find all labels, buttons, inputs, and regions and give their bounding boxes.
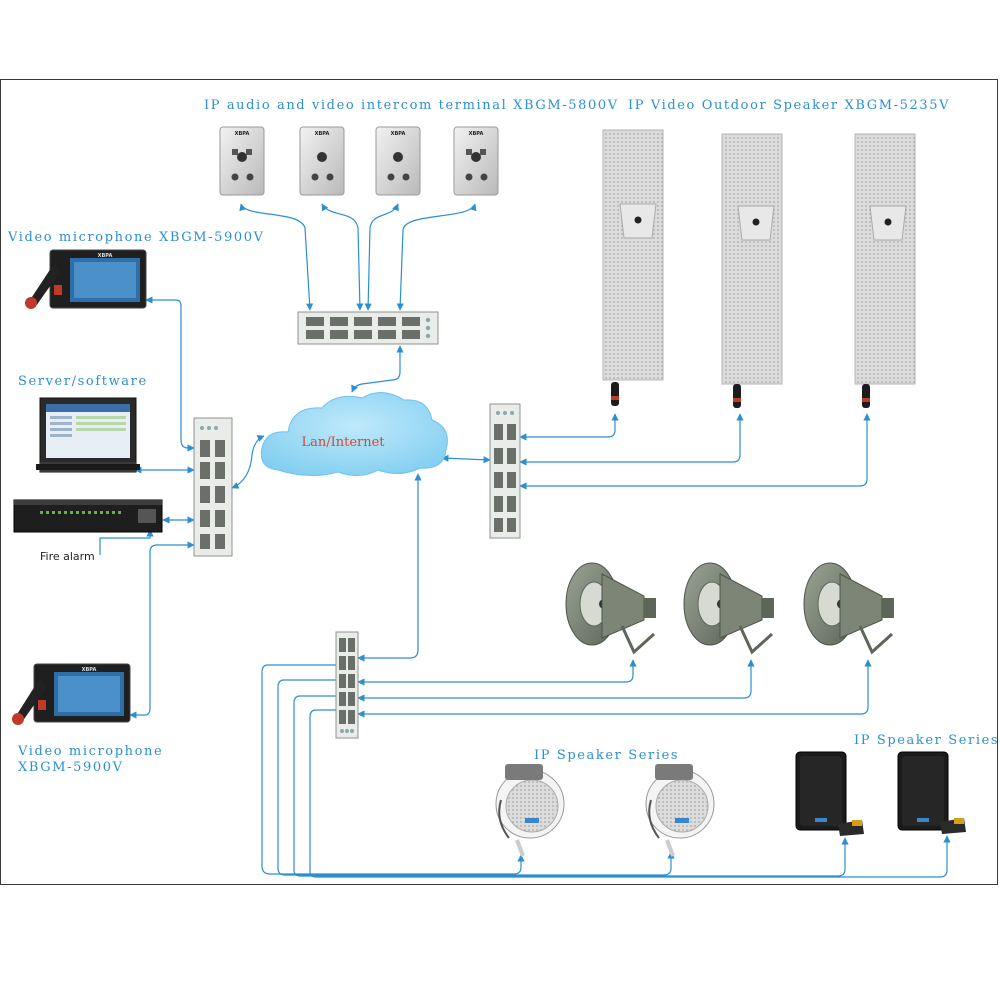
wall-speaker-1 <box>795 751 864 836</box>
intercom-terminal-3: XBPA <box>375 126 421 196</box>
wall-speaker-2 <box>897 751 966 834</box>
terminal-1-logo: XBPA <box>235 131 250 137</box>
intercom-terminal-4: XBPA <box>453 126 499 196</box>
label-server-software: Server/software <box>18 374 148 389</box>
link-terminal-1 <box>239 203 314 311</box>
link-outdoor-2 <box>519 413 744 466</box>
ceiling-speaker-2 <box>645 764 715 857</box>
network-switch-bottom <box>335 631 359 739</box>
network-switch-left <box>193 417 233 557</box>
link-outdoor-1 <box>519 413 619 441</box>
mic-bottom-logo: XBPA <box>82 667 97 673</box>
label-fire-alarm: Fire alarm <box>40 550 95 563</box>
horn-speakers <box>565 562 894 655</box>
video-microphone-bottom: XBPA <box>12 663 131 725</box>
link-terminal-4 <box>396 203 477 311</box>
terminal-4-logo: XBPA <box>469 131 484 137</box>
link-horn-2 <box>357 659 755 702</box>
label-outdoor-speaker: IP Video Outdoor Speaker XBGM-5235V <box>628 98 951 113</box>
network-switch-top <box>297 311 439 345</box>
video-microphone-top: XBPA <box>25 249 147 309</box>
lan-internet-cloud: Lan/Internet <box>260 392 448 476</box>
outdoor-speakers <box>602 129 916 408</box>
diagram-frame <box>0 79 998 885</box>
link-mic-top <box>145 296 195 452</box>
outdoor-speaker-3 <box>854 133 916 408</box>
outdoor-speaker-1 <box>602 129 664 406</box>
ceiling-speaker-1 <box>495 764 565 857</box>
terminal-2-logo: XBPA <box>315 131 330 137</box>
label-ip-speaker-series-ceiling: IP Speaker Series <box>534 748 680 763</box>
terminal-3-logo: XBPA <box>391 131 406 137</box>
link-ceiling-2 <box>277 679 675 876</box>
link-cloud-bottom-switch <box>357 473 422 662</box>
intercom-terminals: XBPA XBPA XBPA XBPA <box>219 126 499 196</box>
horn-speaker-2 <box>683 562 774 655</box>
ceiling-speakers <box>495 764 715 857</box>
label-video-mic-bottom-line1: Video microphone <box>18 744 164 759</box>
horn-speaker-1 <box>565 562 656 655</box>
label-video-mic-top: Video microphone XBGM-5900V <box>8 230 265 245</box>
server-software <box>36 397 140 473</box>
wall-speakers <box>795 751 966 836</box>
intercom-terminal-2: XBPA <box>299 126 345 196</box>
link-wall-2 <box>309 709 951 878</box>
outdoor-speaker-2 <box>721 133 783 408</box>
label-intercom-terminal: IP audio and video intercom terminal XBG… <box>204 98 619 113</box>
link-mic-bottom <box>129 541 195 719</box>
link-ceiling-1 <box>261 664 525 875</box>
link-wall-1 <box>293 695 849 877</box>
link-left-switch-cloud <box>231 435 265 489</box>
link-outdoor-3 <box>519 413 871 490</box>
cloud-label: Lan/Internet <box>301 435 385 450</box>
link-cloud-right-switch <box>441 454 491 464</box>
horn-speaker-3 <box>803 562 894 655</box>
network-switch-right <box>489 403 521 539</box>
intercom-terminal-1: XBPA <box>219 126 265 196</box>
link-fire-alarm <box>99 529 154 555</box>
link-terminal-2 <box>321 203 364 311</box>
label-video-mic-bottom-line2: XBGM-5900V <box>18 760 124 775</box>
label-ip-speaker-series-wall: IP Speaker Series <box>854 733 1000 748</box>
link-horn-3 <box>357 659 872 718</box>
connector-lines <box>99 203 951 878</box>
mic-top-logo: XBPA <box>98 253 113 259</box>
link-switch-top-cloud <box>351 345 404 393</box>
link-horn-1 <box>357 659 637 686</box>
link-terminal-3 <box>364 203 399 311</box>
broadcast-rack-unit <box>13 499 163 533</box>
